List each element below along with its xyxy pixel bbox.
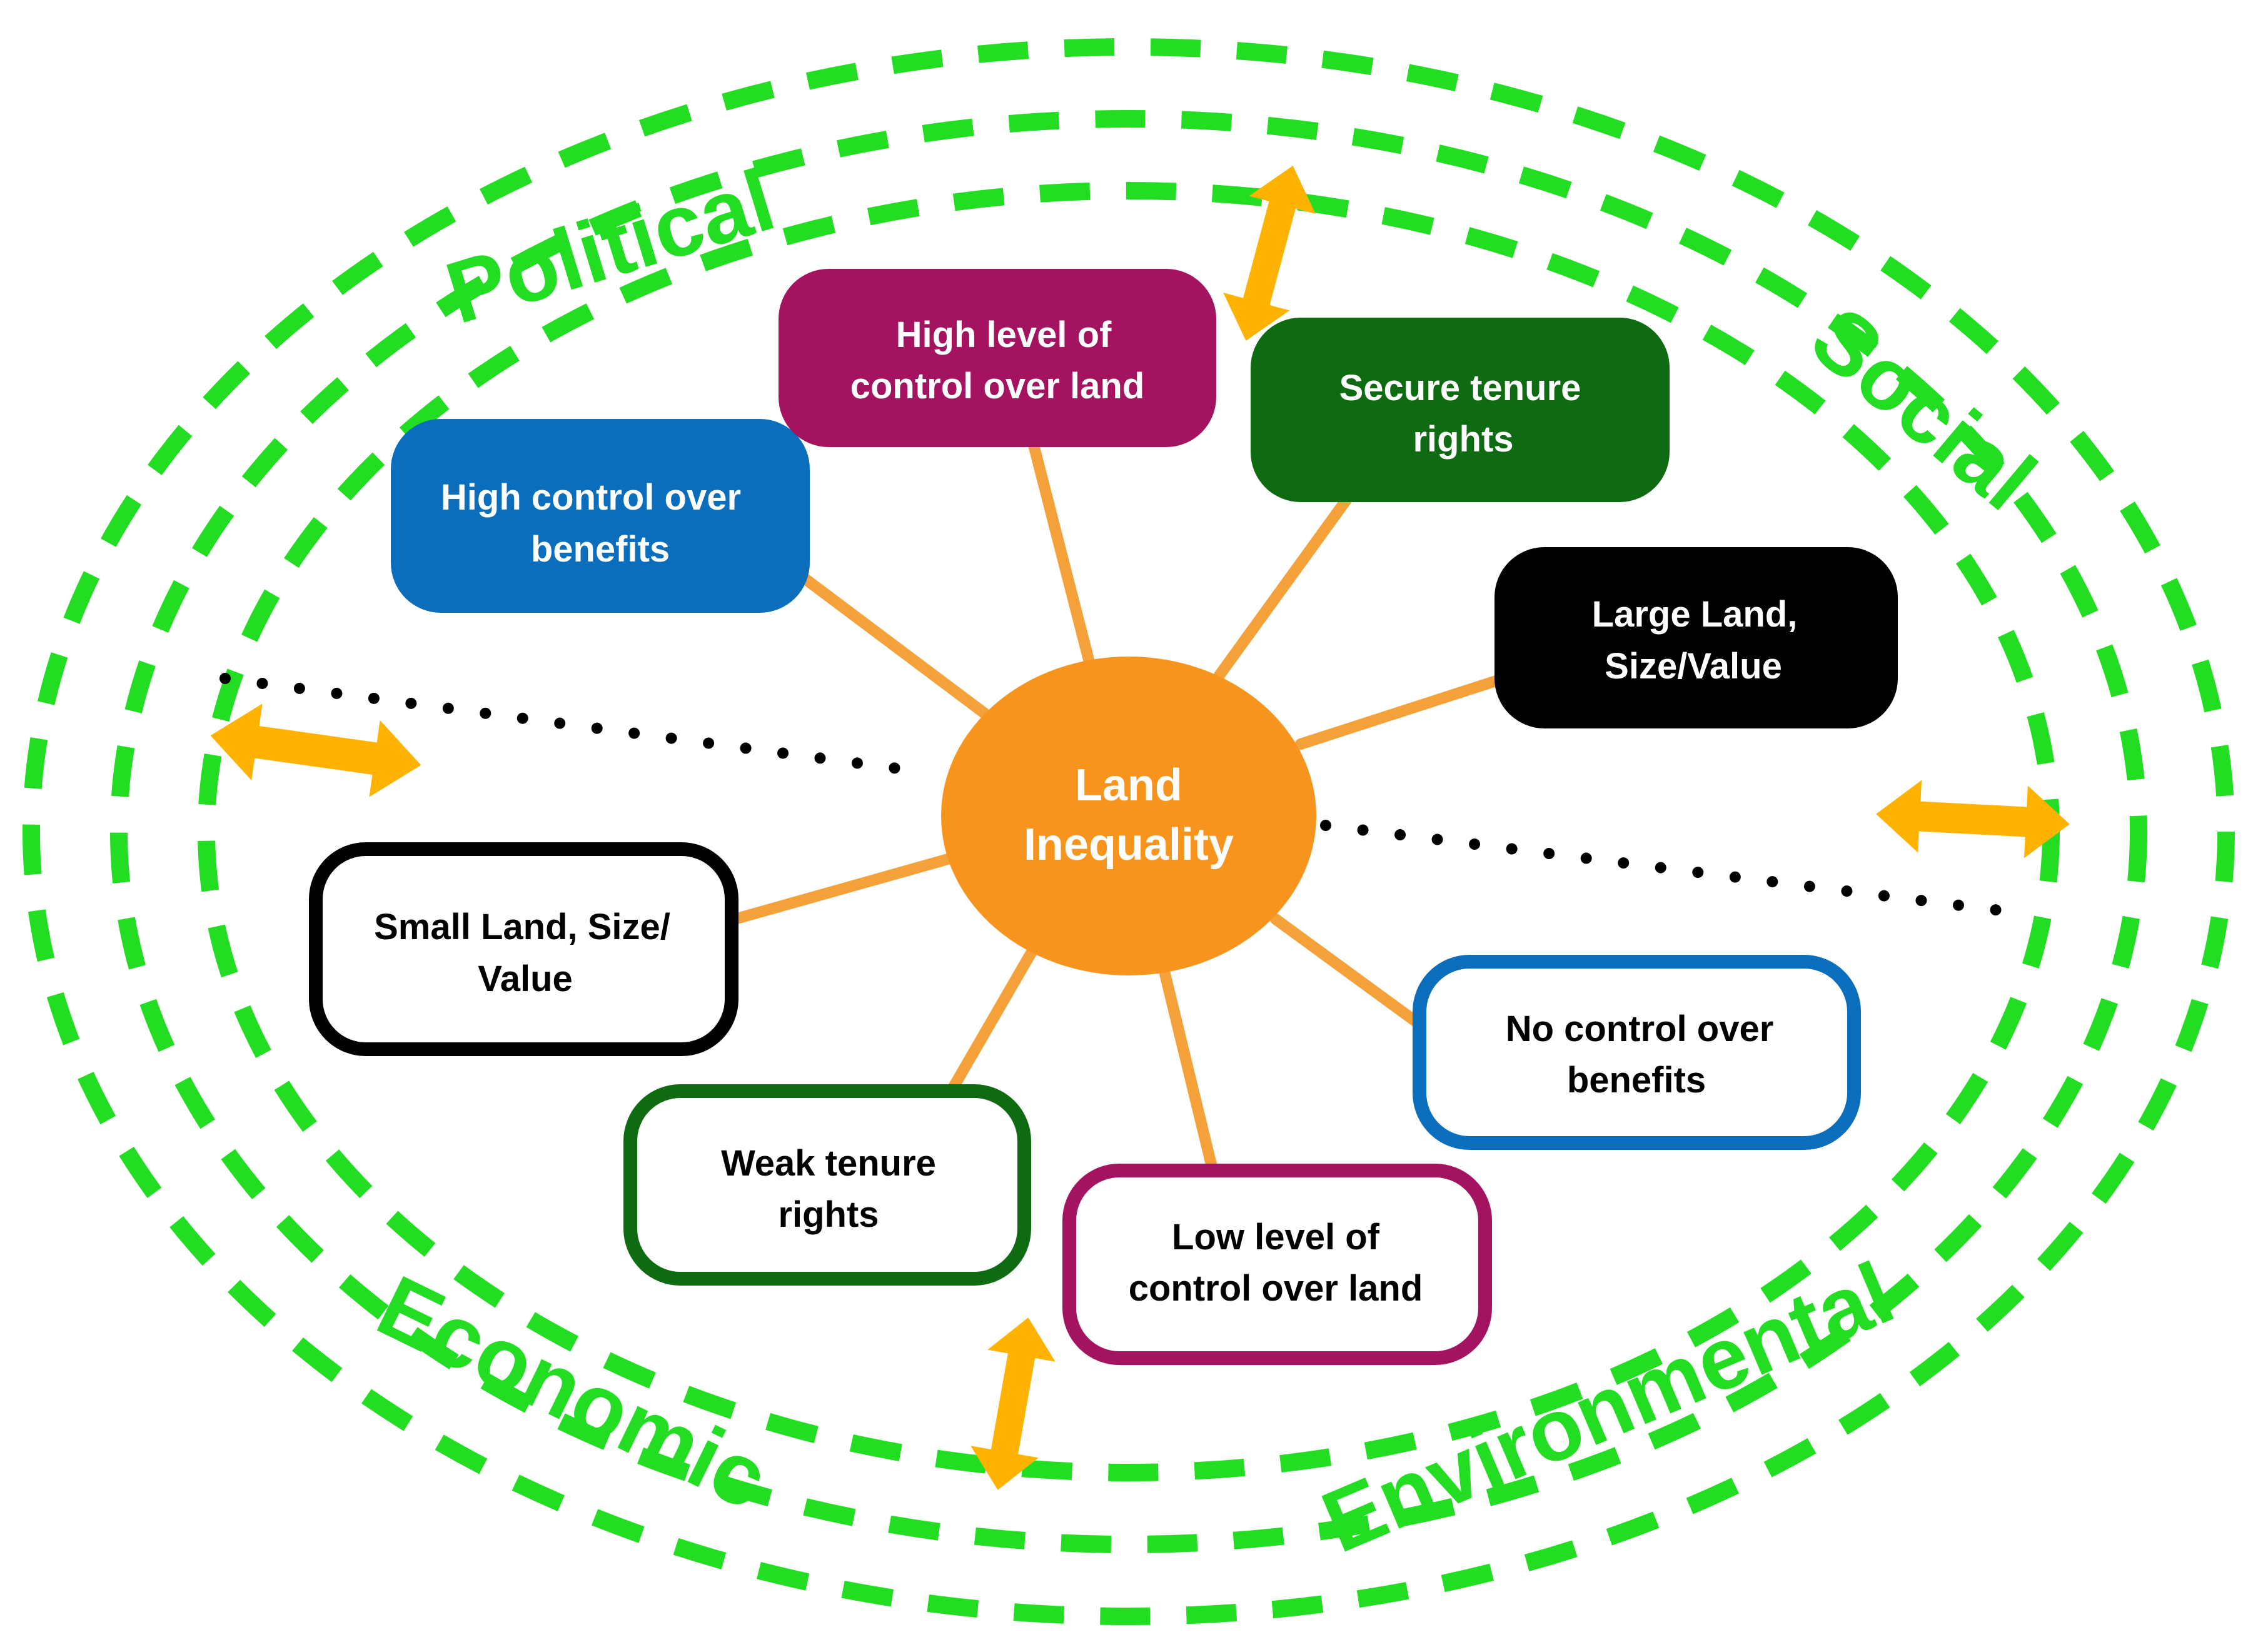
dimension-label-social: Social xyxy=(1793,288,2054,528)
double-arrow-right-icon xyxy=(1876,780,2070,859)
box-weak-tenure-line2: rights xyxy=(778,1194,879,1235)
spokes xyxy=(729,432,1519,1191)
box-weak-tenure: Weak tenure rights xyxy=(623,1084,1031,1286)
box-secure-tenure-line1: Secure tenure xyxy=(1339,368,1581,408)
spoke-low-level-control-land xyxy=(1157,960,1222,1191)
double-arrow-left-icon xyxy=(210,703,421,797)
box-secure-tenure-line2: rights xyxy=(1413,419,1513,460)
box-high-control-benefits-line1: High control over xyxy=(441,477,741,518)
box-low-level-control-land: Low level of control over land xyxy=(1062,1164,1492,1365)
box-high-control-benefits: High control over benefits xyxy=(391,419,810,613)
dotted-divider-right xyxy=(1320,820,2025,919)
box-no-control-benefits: No control over benefits xyxy=(1413,955,1861,1150)
dimension-label-political: Political xyxy=(435,150,785,342)
double-arrow-bottom-icon xyxy=(970,1317,1056,1490)
box-no-control-benefits-line2: benefits xyxy=(1567,1060,1706,1100)
middle-dashed-ring xyxy=(110,110,2147,1553)
dimension-label-economic: Economic xyxy=(363,1256,782,1528)
box-small-land-line1: Small Land, Size/ xyxy=(374,907,670,947)
center-label-line2: Inequality xyxy=(1024,820,1234,870)
dotted-divider-left xyxy=(219,673,931,778)
box-high-control-benefits-line2: benefits xyxy=(531,529,670,570)
spoke-high-level-control-land xyxy=(1026,432,1100,687)
spoke-high-control-benefits xyxy=(795,570,1006,731)
spoke-secure-tenure xyxy=(1214,488,1356,681)
center-circle xyxy=(941,657,1316,975)
box-large-land-line1: Large Land, xyxy=(1592,594,1798,635)
box-no-control-benefits-line1: No control over xyxy=(1506,1009,1774,1049)
box-low-level-control-land-line2: control over land xyxy=(1129,1268,1423,1309)
box-large-land-line2: Size/Value xyxy=(1605,646,1782,687)
box-low-level-control-land-line1: Low level of xyxy=(1172,1217,1380,1257)
box-small-land-line2: Value xyxy=(478,959,573,999)
double-arrows xyxy=(210,165,2070,1490)
center-node: Land Inequality xyxy=(941,657,1316,975)
outer-dashed-ring xyxy=(23,38,2235,1625)
spoke-large-land xyxy=(1295,670,1519,750)
box-small-land: Small Land, Size/ Value xyxy=(309,842,738,1056)
box-weak-tenure-line1: Weak tenure xyxy=(721,1143,936,1184)
spoke-no-control-benefits xyxy=(1270,914,1444,1044)
box-high-level-control-land: High level of control over land xyxy=(779,269,1216,447)
spoke-small-land xyxy=(729,851,962,925)
center-label-line1: Land xyxy=(1075,760,1182,810)
double-arrow-top-icon xyxy=(1223,165,1316,341)
box-high-level-control-land-line1: High level of xyxy=(896,315,1112,355)
box-high-level-control-land-line2: control over land xyxy=(850,366,1145,406)
box-large-land: Large Land, Size/Value xyxy=(1494,547,1898,728)
box-secure-tenure: Secure tenure rights xyxy=(1251,318,1670,502)
